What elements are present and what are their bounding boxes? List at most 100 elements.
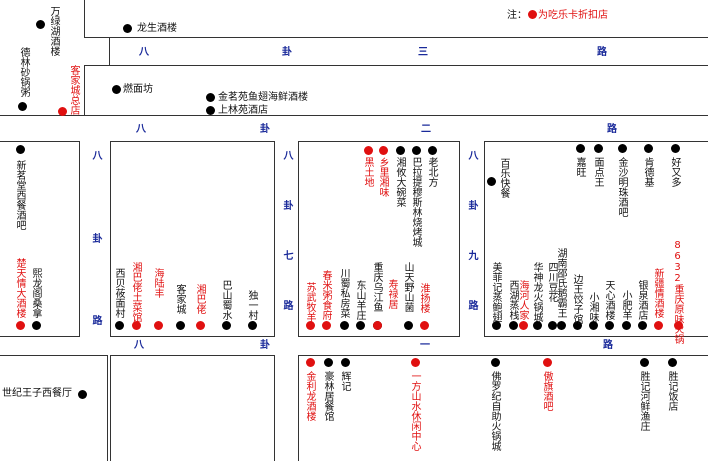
shop-marker-icon[interactable] — [222, 321, 231, 330]
shop-marker-icon[interactable] — [640, 358, 649, 367]
shop-label[interactable]: 客家城 — [174, 284, 185, 314]
shop-label[interactable]: 佛罗纪自助火锅城 — [489, 371, 500, 451]
shop-marker-icon[interactable] — [18, 102, 27, 111]
shop-marker-icon[interactable] — [324, 358, 333, 367]
shop-label[interactable]: 美菲记蒸鲍翅 — [490, 262, 501, 322]
shop-label[interactable]: 嘉旺 — [574, 157, 585, 177]
shop-marker-icon[interactable] — [594, 144, 603, 153]
shop-label[interactable]: 西湖蒸栈 — [507, 280, 518, 320]
shop-label[interactable]: 豪林居餐馆 — [322, 371, 333, 421]
shop-marker-icon[interactable] — [379, 146, 388, 155]
shop-marker-icon[interactable] — [206, 106, 215, 115]
shop-label[interactable]: 新疆情酒楼 — [652, 268, 663, 318]
shop-marker-icon[interactable] — [340, 321, 349, 330]
shop-label[interactable]: 巴山蜀水 — [220, 280, 231, 320]
shop-label[interactable]: 金利龙酒楼 — [304, 371, 315, 421]
shop-label[interactable]: 胜记饭店 — [666, 371, 677, 411]
shop-marker-icon[interactable] — [519, 321, 528, 330]
shop-marker-icon[interactable] — [196, 321, 205, 330]
shop-label[interactable]: 四川豆花 — [546, 262, 557, 302]
shop-marker-icon[interactable] — [404, 321, 413, 330]
shop-label[interactable]: 银泉酒店 — [636, 280, 647, 320]
shop-marker-icon[interactable] — [576, 144, 585, 153]
shop-label[interactable]: 胜记河鲜渔庄 — [638, 371, 649, 431]
shop-marker-icon[interactable] — [341, 358, 350, 367]
shop-label[interactable]: 客家城总店 — [68, 65, 79, 115]
shop-label[interactable]: 上林苑酒店 — [218, 105, 268, 116]
shop-label[interactable]: 山天野山菌 — [402, 262, 413, 312]
shop-label[interactable]: 巴拉提穆斯林烧烤城 — [410, 157, 421, 247]
shop-marker-icon[interactable] — [638, 321, 647, 330]
shop-marker-icon[interactable] — [428, 146, 437, 155]
shop-label[interactable]: 楚天情大酒楼 — [14, 258, 25, 318]
shop-label[interactable]: 川蜀私房菜 — [338, 268, 349, 318]
shop-label[interactable]: 华神龙火锅城 — [531, 262, 542, 322]
shop-marker-icon[interactable] — [322, 321, 331, 330]
shop-marker-icon[interactable] — [420, 321, 429, 330]
shop-marker-icon[interactable] — [654, 321, 663, 330]
shop-label[interactable]: 金沙明珠酒吧 — [616, 157, 627, 217]
shop-marker-icon[interactable] — [112, 85, 121, 94]
shop-marker-icon[interactable] — [618, 144, 627, 153]
shop-marker-icon[interactable] — [115, 321, 124, 330]
shop-label[interactable]: 龙生酒楼 — [137, 23, 177, 34]
shop-marker-icon[interactable] — [32, 321, 41, 330]
shop-label[interactable]: 黑土地 — [362, 157, 373, 187]
shop-marker-icon[interactable] — [644, 144, 653, 153]
shop-label[interactable]: 东山羊庄 — [354, 280, 365, 320]
shop-marker-icon[interactable] — [78, 390, 87, 399]
shop-marker-icon[interactable] — [176, 321, 185, 330]
shop-marker-icon[interactable] — [356, 321, 365, 330]
shop-label[interactable]: 湘巴佬土菜馆 — [130, 262, 141, 322]
shop-marker-icon[interactable] — [396, 146, 405, 155]
shop-marker-icon[interactable] — [674, 321, 683, 330]
shop-label[interactable]: 西贝莜面村 — [113, 268, 124, 318]
shop-label[interactable]: 熙龙阁桑拿 — [30, 268, 41, 318]
shop-marker-icon[interactable] — [487, 177, 496, 186]
shop-label[interactable]: 小湘味 — [587, 292, 598, 322]
shop-label[interactable]: 肯德基 — [642, 157, 653, 187]
shop-marker-icon[interactable] — [573, 321, 582, 330]
shop-marker-icon[interactable] — [248, 321, 257, 330]
shop-label[interactable]: 世纪王子西餐厅 — [2, 388, 72, 399]
shop-marker-icon[interactable] — [132, 321, 141, 330]
shop-marker-icon[interactable] — [154, 321, 163, 330]
shop-marker-icon[interactable] — [533, 321, 542, 330]
shop-marker-icon[interactable] — [492, 321, 501, 330]
shop-label[interactable]: 边王饺子馆 — [571, 274, 582, 324]
shop-label[interactable]: 金茗苑鱼翅海鲜酒楼 — [218, 92, 308, 103]
shop-marker-icon[interactable] — [605, 321, 614, 330]
shop-marker-icon[interactable] — [622, 321, 631, 330]
shop-label[interactable]: 新茗堂西餐酒吧 — [14, 160, 25, 230]
shop-label[interactable]: 万绿湖酒楼 — [48, 6, 59, 56]
shop-marker-icon[interactable] — [411, 358, 420, 367]
shop-marker-icon[interactable] — [364, 146, 373, 155]
shop-label[interactable]: 苏武牧羊 — [304, 282, 315, 322]
shop-label[interactable]: 乡里湘味 — [377, 157, 388, 197]
shop-marker-icon[interactable] — [589, 321, 598, 330]
shop-label[interactable]: 淮扬楼 — [418, 283, 429, 313]
shop-marker-icon[interactable] — [543, 358, 552, 367]
shop-marker-icon[interactable] — [306, 358, 315, 367]
shop-marker-icon[interactable] — [36, 20, 45, 29]
shop-label[interactable]: 百乐快餐 — [498, 158, 509, 198]
shop-label[interactable]: 湘攸大碗菜 — [394, 157, 405, 207]
shop-marker-icon[interactable] — [668, 358, 677, 367]
shop-marker-icon[interactable] — [16, 321, 25, 330]
shop-label[interactable]: 德林砂锅粥 — [18, 47, 29, 97]
shop-marker-icon[interactable] — [491, 358, 500, 367]
shop-marker-icon[interactable] — [16, 145, 25, 154]
shop-marker-icon[interactable] — [58, 107, 67, 116]
shop-label[interactable]: 海河人家 — [517, 280, 528, 320]
shop-label[interactable]: 独一村 — [246, 290, 257, 320]
shop-label[interactable]: 寿禄居 — [386, 279, 397, 309]
shop-label[interactable]: 燃面坊 — [123, 84, 153, 95]
shop-label[interactable]: 天心酒楼 — [603, 280, 614, 320]
shop-label[interactable]: 一方山水休闲中心 — [409, 371, 420, 451]
shop-marker-icon[interactable] — [671, 144, 680, 153]
shop-label[interactable]: 海陆丰 — [152, 268, 163, 298]
shop-label[interactable]: 老北方 — [426, 157, 437, 187]
shop-label[interactable]: 小肥羊 — [620, 290, 631, 320]
shop-marker-icon[interactable] — [306, 321, 315, 330]
shop-marker-icon[interactable] — [412, 146, 421, 155]
